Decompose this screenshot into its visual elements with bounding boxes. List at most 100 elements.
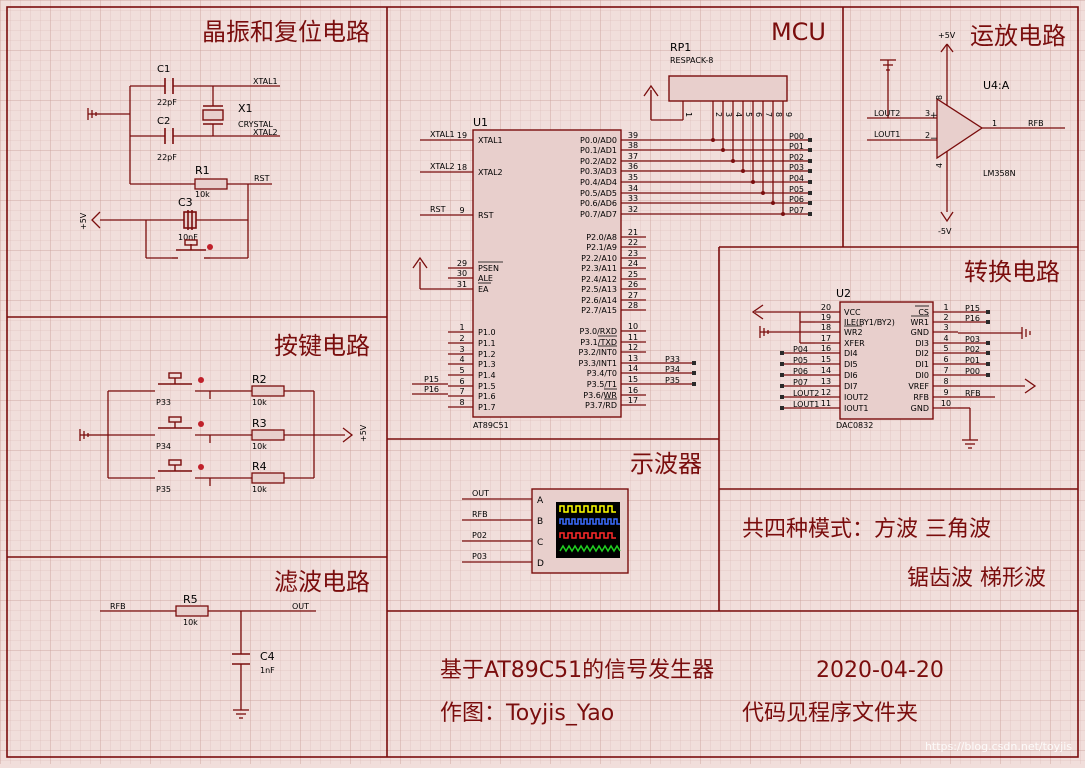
u2-pin-name: WR2	[844, 328, 863, 337]
u2-pin-name: CS	[918, 308, 929, 317]
c2-ref: C2	[157, 116, 170, 127]
u1-pin-name: XTAL1	[478, 136, 503, 145]
capacitor-c1	[164, 78, 174, 94]
u1-port0-net: P01	[789, 142, 804, 151]
u1-ref: U1	[473, 116, 488, 129]
u1-pin-name: P3.2/INT0	[578, 348, 617, 357]
section-title-crystal-reset: 晶振和复位电路	[202, 18, 370, 46]
u1-pin-name: P1.0	[478, 328, 496, 337]
reset-button-indicator	[207, 244, 213, 250]
u1-net-terminal	[808, 201, 812, 205]
u2-pin-name: DI5	[844, 360, 858, 369]
r3-value: 10k	[252, 442, 267, 451]
opamp-net-lout2: LOUT2	[874, 109, 900, 118]
rp1-pin-number: 2	[714, 112, 723, 117]
u1-pin-name: P0.3/AD3	[580, 167, 617, 176]
u1-net-rst: RST	[430, 205, 446, 214]
crystal-reset-wires	[87, 85, 280, 259]
u2-net-label: P00	[965, 367, 980, 376]
u2-value: DAC0832	[836, 421, 873, 430]
filter-wires	[100, 610, 316, 719]
filter-in-label: RFB	[110, 602, 126, 611]
key-label-p33: P33	[156, 398, 171, 407]
section-title-mcu: MCU	[771, 18, 826, 46]
u1-pin-name: P2.1/A9	[586, 243, 617, 252]
u1-pin-name: P2.0/A8	[586, 233, 617, 242]
scope-wires	[462, 498, 532, 563]
u1-pin-number: 31	[457, 280, 467, 289]
u2-pin-number: 17	[821, 334, 831, 343]
u2-pin-number: 5	[943, 344, 948, 353]
u2-net-terminal	[986, 362, 990, 366]
scope-channel-letter: C	[537, 538, 543, 548]
u1-pin-name: XTAL2	[478, 168, 503, 177]
u1-net-xtal1: XTAL1	[430, 130, 455, 139]
u2-pin-number: 14	[821, 366, 831, 375]
u1-pin-name: P0.6/AD6	[580, 199, 617, 208]
u1-port0-net: P00	[789, 132, 804, 141]
u2-pin-number: 19	[821, 313, 831, 322]
reset-supply-label: +5V	[79, 212, 88, 230]
u1-net-terminal	[808, 180, 812, 184]
section-dividers	[6, 6, 1079, 758]
u1-pin-name: P0.7/AD7	[580, 210, 617, 219]
u1-pin-name: P3.1/TXD	[580, 338, 617, 347]
u1-pin-number: 13	[628, 354, 638, 363]
u1-pin-number: 11	[628, 333, 638, 342]
capacitor-c4	[232, 653, 250, 665]
u1-pin-name: P2.5/A13	[581, 285, 617, 294]
u1-pin-number: 1	[459, 323, 464, 332]
u2-net-terminal	[780, 395, 784, 399]
u2-net-label: P07	[793, 378, 808, 387]
u1-pin-name: P1.2	[478, 350, 496, 359]
u1-pin-name: P0.5/AD5	[580, 189, 617, 198]
u1-pin-name: RST	[478, 211, 494, 220]
u2-pin-number: 6	[943, 355, 948, 364]
opamp-wires	[867, 43, 1065, 223]
opamp-pin1: 1	[992, 119, 997, 128]
scope-net-label: P03	[472, 552, 487, 561]
u1-pin-number: 14	[628, 364, 638, 373]
u2-net-label: LOUT1	[793, 400, 819, 409]
u1-net-terminal	[808, 212, 812, 216]
u1-pin-number: 6	[459, 377, 464, 386]
key-indicator-p33	[198, 377, 204, 383]
rp1-ref: RP1	[670, 41, 691, 54]
u1-net-p15: P15	[424, 375, 439, 384]
u1-pin-number: 15	[628, 375, 638, 384]
u2-net-label: P06	[793, 367, 808, 376]
opamp-net-rfb: RFB	[1028, 119, 1044, 128]
scope-net-label: RFB	[472, 510, 488, 519]
u2-pin-name: DI3	[915, 339, 929, 348]
u2-net-terminal	[780, 351, 784, 355]
u1-net-terminal	[692, 382, 696, 386]
u1-pin-name: P0.2/AD2	[580, 157, 617, 166]
u2-pin-name: RFB	[913, 393, 929, 402]
c2-value: 22pF	[157, 153, 177, 162]
resistor-r1	[194, 178, 228, 190]
project-title: 基于AT89C51的信号发生器	[440, 658, 714, 683]
u1-pin-number: 9	[459, 206, 464, 215]
u1-pin-name: P1.4	[478, 371, 496, 380]
u2-pin-number: 7	[943, 366, 948, 375]
rp1-body	[668, 75, 788, 102]
u1-pin-name: P0.4/AD4	[580, 178, 617, 187]
u2-pin-number: 2	[943, 313, 948, 322]
key-label-p35: P35	[156, 485, 171, 494]
project-date: 2020-04-20	[816, 658, 944, 683]
u1-pin-number: 23	[628, 249, 638, 258]
u1-pin-number: 34	[628, 184, 638, 193]
u2-pin-number: 13	[821, 377, 831, 386]
u4-ref: U4:A	[983, 79, 1010, 92]
opamp-net-lout1: LOUT1	[874, 130, 900, 139]
u2-external-wires	[751, 304, 1037, 449]
u1-external-wires	[412, 139, 448, 395]
u2-pin-name: GND	[911, 328, 929, 337]
project-code-note: 代码见程序文件夹	[742, 701, 918, 726]
u1-pin-name: P1.6	[478, 392, 496, 401]
c4-value: 1nF	[260, 666, 275, 675]
u2-net-label: P05	[793, 356, 808, 365]
u1-pin-name: P2.6/A14	[581, 296, 617, 305]
